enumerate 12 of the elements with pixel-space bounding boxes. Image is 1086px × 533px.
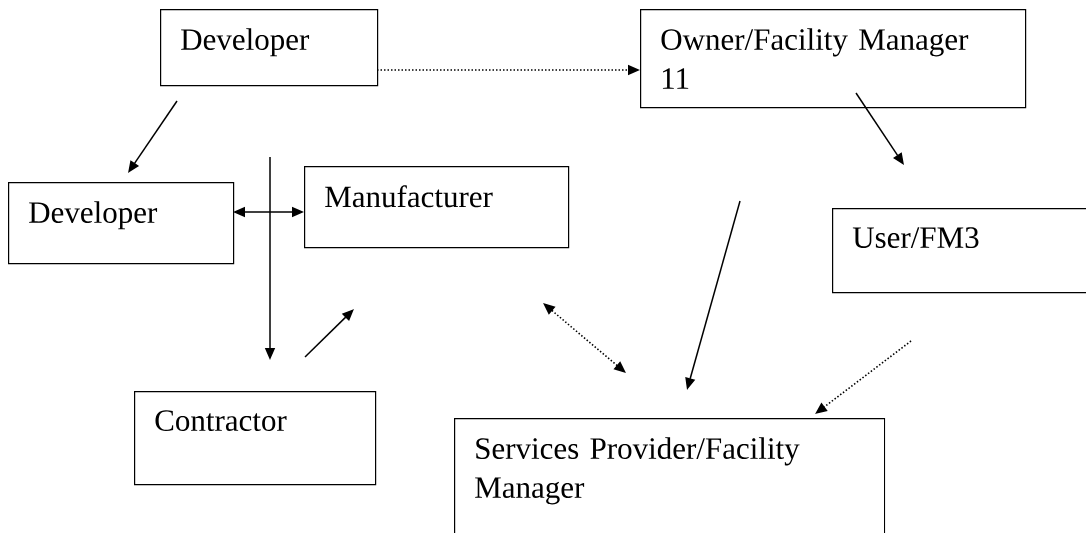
arrow [128, 100, 178, 173]
arrow [543, 303, 626, 373]
arrow [304, 309, 354, 358]
process-box: Contractor [134, 391, 377, 486]
process-box: Owner/Facility Manager 11 [640, 9, 1027, 109]
process-box: Developer [160, 9, 379, 87]
arrow [855, 92, 904, 165]
process-box: User/FM3 [832, 208, 1086, 294]
process-box: Services Provider/Facility Manager [454, 418, 886, 533]
process-box: Developer [8, 182, 235, 265]
arrow [815, 340, 912, 414]
process-box: Manufacturer [304, 166, 570, 249]
